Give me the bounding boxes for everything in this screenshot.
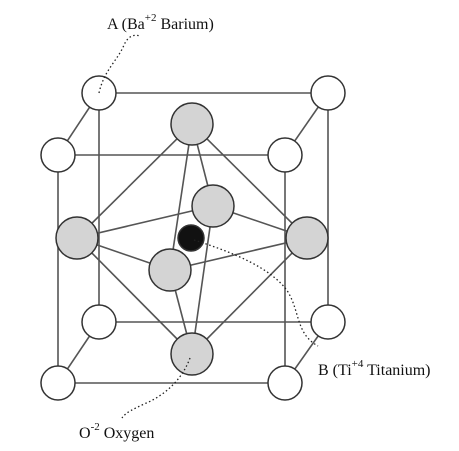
- barium-atom-front-top-right: [267, 137, 303, 173]
- octahedron-edge: [169, 237, 308, 271]
- titanium-label: B (Ti+4 Titanium): [318, 358, 431, 379]
- octahedron-edge: [76, 205, 214, 239]
- oxygen-atom-front: [148, 248, 192, 292]
- titanium-leader-line: [193, 239, 319, 347]
- oxygen-label: O-2 Oxygen: [79, 421, 154, 442]
- octahedron-edge: [191, 237, 308, 355]
- octahedron-edge: [76, 237, 193, 355]
- barium-atom-back-top-right: [310, 75, 346, 111]
- octahedron-edge: [76, 123, 193, 239]
- octahedron-edge: [191, 123, 308, 239]
- oxygen-atom-bottom: [170, 332, 214, 376]
- oxygen-atom-back: [191, 184, 235, 228]
- oxygen-atom-right: [285, 216, 329, 260]
- cube-back-face: [98, 92, 329, 323]
- barium-atom-front-top-left: [40, 137, 76, 173]
- octahedron-edge: [191, 205, 214, 355]
- barium-label: A (Ba+2 Barium): [107, 12, 214, 33]
- oxygen-atom-top: [170, 102, 214, 146]
- barium-atom-front-bottom-right: [267, 365, 303, 401]
- barium-atom-back-bottom-left: [81, 304, 117, 340]
- cube-front-face: [57, 154, 286, 384]
- barium-atom-back-bottom-right: [310, 304, 346, 340]
- octahedron-edge: [169, 123, 193, 271]
- barium-atom-front-bottom-left: [40, 365, 76, 401]
- oxygen-atom-left: [55, 216, 99, 260]
- titanium-atom: [177, 224, 205, 252]
